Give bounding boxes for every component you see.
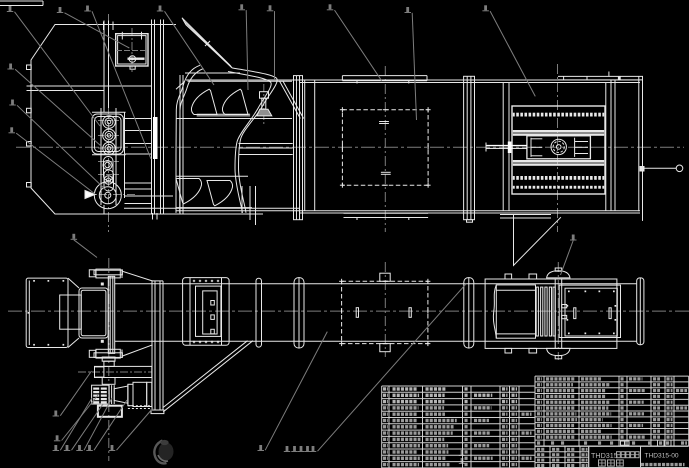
svg-text:THD315: THD315 xyxy=(591,451,618,460)
svg-text:THD315-00: THD315-00 xyxy=(645,453,679,460)
